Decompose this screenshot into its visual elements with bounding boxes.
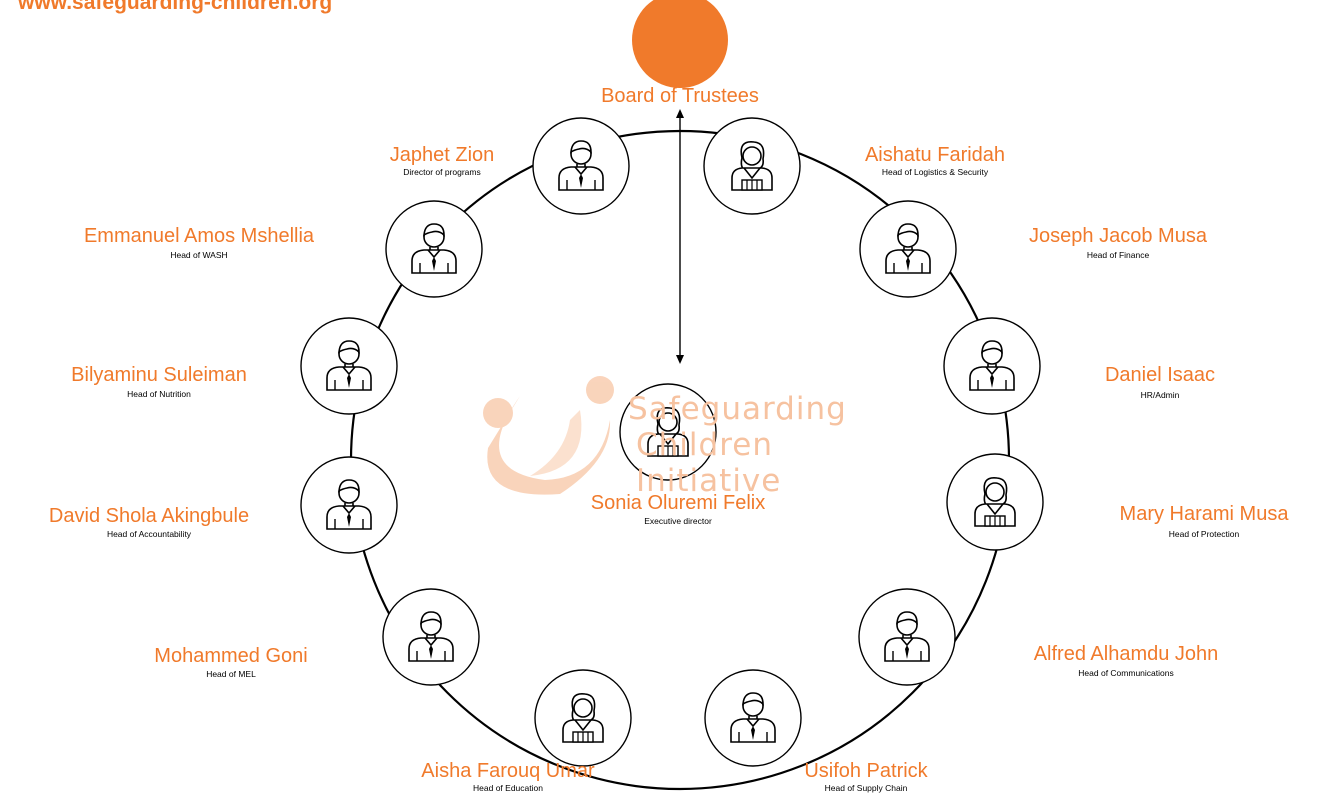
member-role-japhet: Director of programs bbox=[403, 167, 481, 177]
member-role-daniel: HR/Admin bbox=[1140, 390, 1180, 400]
website-url: www.safeguarding-children.org bbox=[18, 0, 333, 14]
member-role-aisha: Head of Education bbox=[473, 783, 543, 793]
avatar-circle bbox=[534, 669, 632, 767]
member-role-usifoh: Head of Supply Chain bbox=[824, 783, 908, 793]
member-name-mohammed: Mohammed Goni bbox=[154, 645, 308, 667]
avatar-node-member-4 bbox=[946, 453, 1044, 551]
member-name-aisha: Aisha Farouq Umar bbox=[421, 760, 595, 782]
member-role-alfred: Head of Communications bbox=[1078, 668, 1174, 678]
avatar-circle bbox=[532, 117, 630, 215]
member-name-japhet: Japhet Zion bbox=[389, 144, 495, 166]
member-role-david: Head of Accountability bbox=[106, 529, 192, 539]
avatar-node-member-0 bbox=[532, 117, 630, 215]
member-name-usifoh: Usifoh Patrick bbox=[804, 760, 928, 782]
avatar-node-member-3 bbox=[943, 317, 1041, 415]
member-name-mary: Mary Harami Musa bbox=[1119, 503, 1289, 525]
member-name-alfred: Alfred Alhamdu John bbox=[1033, 643, 1219, 665]
member-name-aishatu: Aishatu Faridah bbox=[864, 144, 1006, 166]
avatar-circle bbox=[385, 200, 483, 298]
watermark-text-line3: Initiative bbox=[636, 463, 782, 499]
avatar-node-member-5 bbox=[858, 588, 956, 686]
member-name-emmanuel: Emmanuel Amos Mshellia bbox=[83, 225, 315, 247]
member-role-mary: Head of Protection bbox=[1168, 529, 1240, 539]
avatar-circle bbox=[704, 669, 802, 767]
avatar-node-executive-director bbox=[619, 383, 717, 481]
avatar-node-member-2 bbox=[859, 200, 957, 298]
avatar-node-member-1 bbox=[703, 117, 801, 215]
avatar-node-member-9 bbox=[300, 456, 398, 554]
executive-director-name: Sonia Oluremi Felix bbox=[590, 492, 766, 514]
member-role-mohammed: Head of MEL bbox=[206, 669, 256, 679]
member-name-bilyaminu: Bilyaminu Suleiman bbox=[71, 364, 247, 386]
watermark-text-line1: Safeguarding bbox=[628, 391, 847, 427]
avatar-node-member-6 bbox=[704, 669, 802, 767]
avatar-node-member-7 bbox=[534, 669, 632, 767]
board-circle bbox=[632, 0, 728, 88]
member-name-joseph: Joseph Jacob Musa bbox=[1029, 225, 1207, 247]
avatar-node-member-8 bbox=[382, 588, 480, 686]
executive-director-role: Executive director bbox=[644, 516, 712, 526]
member-role-joseph: Head of Finance bbox=[1086, 250, 1150, 260]
watermark-text-line2: Children bbox=[636, 427, 773, 463]
member-name-daniel: Daniel Isaac bbox=[1104, 364, 1216, 386]
watermark-logo-icon bbox=[483, 376, 614, 495]
member-role-emmanuel: Head of WASH bbox=[170, 250, 228, 260]
avatar-circle bbox=[300, 317, 398, 415]
board-connector-arrow bbox=[676, 109, 684, 364]
board-label: Board of Trustees bbox=[601, 85, 759, 107]
avatar-node-member-10 bbox=[300, 317, 398, 415]
avatar-circle bbox=[619, 383, 717, 481]
avatar-circle bbox=[382, 588, 480, 686]
avatar-node-member-11 bbox=[385, 200, 483, 298]
member-role-aishatu: Head of Logistics & Security bbox=[881, 167, 989, 177]
avatar-circle bbox=[859, 200, 957, 298]
member-name-david: David Shola Akingbule bbox=[48, 505, 250, 527]
avatar-circle bbox=[943, 317, 1041, 415]
avatar-circle bbox=[300, 456, 398, 554]
avatar-circle bbox=[946, 453, 1044, 551]
avatar-circle bbox=[703, 117, 801, 215]
avatar-circle bbox=[858, 588, 956, 686]
member-role-bilyaminu: Head of Nutrition bbox=[127, 389, 191, 399]
